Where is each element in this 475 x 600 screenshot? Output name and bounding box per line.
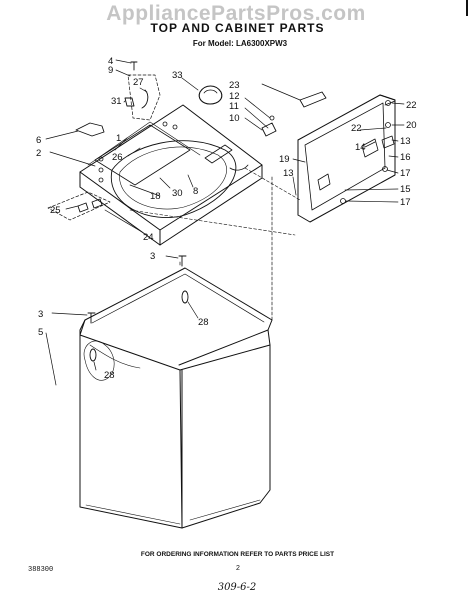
callout-25: 25 (50, 205, 61, 216)
callout-17-upper: 17 (400, 168, 411, 179)
watermark: AppliancePartsPros.com (106, 2, 366, 25)
callout-13-left: 13 (283, 168, 294, 179)
callout-6: 6 (36, 135, 41, 146)
callout-1: 1 (116, 133, 121, 144)
page-title: TOP AND CABINET PARTS (150, 21, 325, 35)
corner-mark (466, 0, 468, 16)
callout-labels: 4 9 27 31 33 23 12 11 10 22 20 22 13 14 … (36, 56, 417, 381)
callout-22-lid: 22 (351, 123, 362, 134)
callout-8: 8 (193, 186, 198, 197)
callout-2: 2 (36, 148, 41, 159)
callout-12: 12 (229, 91, 240, 102)
callout-9: 9 (108, 65, 113, 76)
callout-33: 33 (172, 70, 183, 81)
lid (261, 91, 396, 223)
leader-lines (45, 59, 405, 386)
callout-23: 23 (229, 80, 240, 91)
model-line: For Model: LA6300XPW3 (192, 39, 288, 48)
callout-24: 24 (143, 232, 154, 243)
callout-16: 16 (400, 152, 411, 163)
callout-30: 30 (172, 188, 183, 199)
callout-3-upper: 3 (150, 251, 155, 262)
ordering-info-note: FOR ORDERING INFORMATION REFER TO PARTS … (140, 551, 335, 558)
callout-28-upper: 28 (198, 317, 209, 328)
callout-17-lower: 17 (400, 197, 411, 208)
callout-19: 19 (279, 154, 290, 165)
callout-28-lower: 28 (104, 370, 115, 381)
callout-14: 14 (355, 142, 366, 153)
callout-18: 18 (150, 191, 161, 202)
washer-top (79, 104, 301, 246)
callout-20: 20 (406, 120, 417, 131)
callout-31: 31 (111, 96, 122, 107)
page-number: 2 (236, 565, 240, 572)
document-number: 388300 (28, 566, 54, 574)
cabinet (79, 174, 273, 529)
handwritten-note: 309-6-2 (217, 582, 257, 593)
callout-22-right: 22 (406, 100, 417, 111)
callout-26: 26 (112, 152, 123, 163)
console-parts (47, 61, 223, 381)
callout-5: 5 (38, 327, 43, 338)
callout-4: 4 (108, 56, 113, 67)
callout-27: 27 (133, 77, 144, 88)
callout-10: 10 (229, 113, 240, 124)
callout-15: 15 (400, 184, 411, 195)
callout-13-right: 13 (400, 136, 411, 147)
callout-3-lower: 3 (38, 309, 43, 320)
callout-11: 11 (229, 101, 239, 112)
